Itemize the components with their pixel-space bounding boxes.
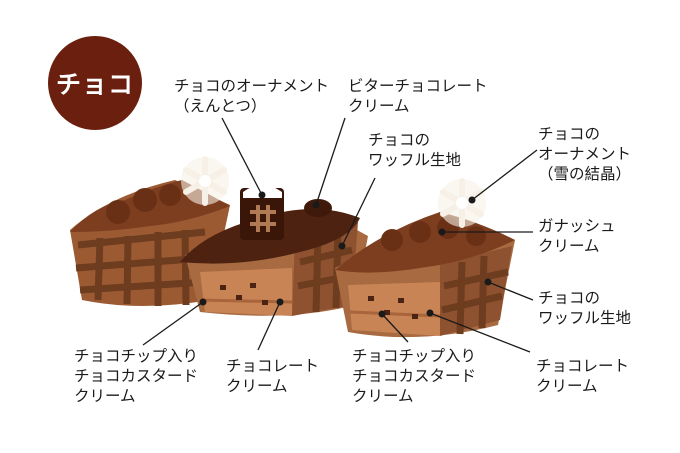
label-bitter-cream: ビターチョコレート クリーム: [348, 77, 488, 115]
title-badge: チョコ: [48, 36, 142, 130]
right-cake-slice: [335, 212, 515, 338]
middle-cake-slice: [180, 185, 368, 316]
leader-lines: [142, 117, 538, 353]
label-custard-left: チョコチップ入り チョコカスタード クリーム: [74, 347, 199, 405]
label-choco-cream-left: チョコレート クリーム: [226, 357, 320, 395]
chimney-ornament-icon: [240, 185, 284, 240]
label-waffle-right: チョコの ワッフル生地: [538, 289, 632, 327]
label-ornament-snow: チョコの オーナメント （雪の結晶）: [538, 125, 632, 183]
page-title: チョコ: [55, 70, 134, 99]
label-waffle-middle: チョコの ワッフル生地: [368, 131, 462, 169]
label-ornament-entotsu: チョコのオーナメント （えんとつ）: [174, 77, 330, 115]
label-custard-right: チョコチップ入り チョコカスタード クリーム: [352, 347, 477, 405]
label-ganache: ガナッシュ クリーム: [538, 217, 616, 255]
snowflake-icon: [181, 156, 229, 206]
snowflake-icon: [438, 178, 486, 228]
label-choco-cream-right: チョコレート クリーム: [536, 357, 630, 395]
anchor-dots: [199, 191, 492, 318]
